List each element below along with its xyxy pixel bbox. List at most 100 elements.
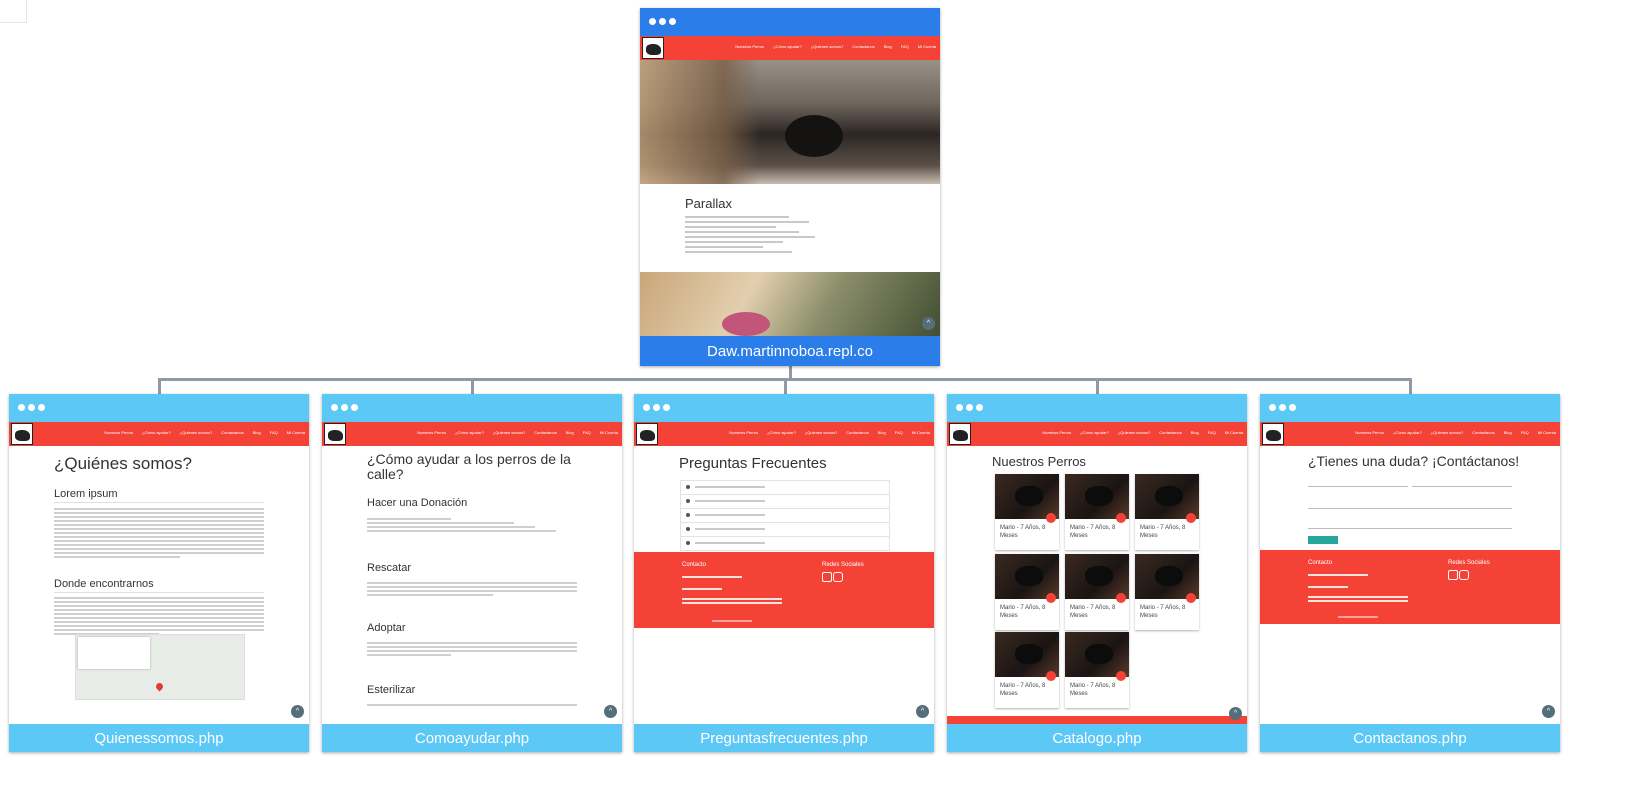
page-title: ¿Tienes una duda? ¡Contáctanos! [1308,453,1520,469]
facebook-icon[interactable] [822,572,832,582]
child-node-como[interactable]: Nuestros Perros¿Cómo ayudar?¿Quienes som… [322,394,622,752]
name-field[interactable] [1308,486,1408,487]
nav-link: ¿Quienes somos? [810,44,844,49]
heart-icon[interactable] [1116,671,1126,681]
nav-link: Nuestros Perros [104,430,134,435]
logo-icon [324,423,346,445]
child-node-contacto[interactable]: Nuestros Perros¿Cómo ayudar?¿Quienes som… [1260,394,1560,752]
heart-icon[interactable] [1046,513,1056,523]
scroll-top-icon: ^ [916,705,929,718]
site-footer [947,716,1247,724]
heart-icon[interactable] [1186,513,1196,523]
instagram-icon[interactable] [833,572,843,582]
page-screenshot: Nuestros Perros¿Cómo ayudar?¿Quienes som… [322,422,622,724]
dog-card[interactable]: Mario - 7 Años, 8 Meses [995,554,1059,630]
footer-contact-heading: Contacto [682,562,707,568]
logo-icon [642,37,664,59]
page-screenshot: Nuestros Perros¿Cómo ayudar?¿Quienes som… [947,422,1247,724]
dog-card[interactable]: Mario - 7 Años, 8 Meses [1135,554,1199,630]
facebook-icon[interactable] [1448,570,1458,580]
page-screenshot: Nuestros Perros ¿Cómo ayudar? ¿Quienes som… [634,422,934,724]
nav-link: ¿Cómo ayudar? [773,44,802,49]
nav-link: Nuestros Perros [735,44,765,49]
section-heading: Esterilizar [367,684,416,696]
heart-icon[interactable] [1046,671,1056,681]
lastname-field[interactable] [1412,486,1512,487]
node-label: Preguntasfrecuentes.php [634,724,934,752]
nav-link: Blog [877,430,886,435]
nav-link: Nuestros Perros [1042,430,1072,435]
nav-link: Contactanos [846,430,869,435]
nav-link: FAQ [1207,430,1216,435]
scroll-top-icon: ^ [291,705,304,718]
nav-link: FAQ [582,430,591,435]
connector-drop-quienes [158,378,161,394]
scroll-top-icon: ^ [604,705,617,718]
paragraph-text [54,597,264,637]
nav-link: Blog [252,430,261,435]
footer-social-heading: Redes Sociales [822,562,864,568]
section-heading: Donde encontrarnos [54,578,154,590]
heart-icon[interactable] [1046,593,1056,603]
nav-link: ¿Quienes somos? [492,430,526,435]
child-node-quienes[interactable]: Nuestros Perros¿Cómo ayudar?¿Quienes som… [9,394,309,752]
divider [54,592,264,593]
heart-icon[interactable] [1186,593,1196,603]
divider [54,502,264,503]
logo-icon [949,423,971,445]
window-dots-icon [18,404,45,411]
nav-link: Blog [1503,430,1512,435]
dog-card[interactable]: Mario - 7 Años, 8 Meses [995,474,1059,550]
page-title: Nuestros Perros [992,454,1086,469]
section-heading: Rescatar [367,562,412,574]
faq-item[interactable] [680,495,890,509]
scroll-top-icon: ^ [1229,707,1242,720]
dog-card[interactable]: Mario - 7 Años, 8 Meses [995,632,1059,708]
heart-icon[interactable] [1116,513,1126,523]
faq-item[interactable] [680,523,890,537]
logo-icon [11,423,33,445]
nav-link: ¿Cómo ayudar? [767,430,796,435]
dog-card[interactable]: Mario - 7 Años, 8 Meses [1135,474,1199,550]
message-field[interactable] [1308,528,1512,529]
nav-link: ¿Quienes somos? [804,430,838,435]
logo-icon [636,423,658,445]
send-button[interactable] [1308,536,1338,544]
nav-link: ¿Cómo ayudar? [1080,430,1109,435]
browser-chrome [640,8,940,36]
site-footer: Contacto Redes Sociales [634,552,934,628]
faq-item[interactable] [680,480,890,495]
dog-card[interactable]: Mario - 7 Años, 8 Meses [1065,474,1129,550]
window-dots-icon [331,404,358,411]
nav-link: FAQ [900,44,909,49]
canvas-corner [0,0,27,23]
scroll-top-icon: ^ [1542,705,1555,718]
site-navbar: Nuestros Perros¿Cómo ayudar?¿Quienes som… [9,422,309,446]
dog-card[interactable]: Mario - 7 Años, 8 Meses [1065,554,1129,630]
scroll-top-icon: ^ [922,317,935,330]
site-footer: Contacto Redes Sociales [1260,550,1560,624]
root-node[interactable]: Nuestros Perros ¿Cómo ayudar? ¿Quienes s… [640,8,940,366]
faq-item[interactable] [680,509,890,523]
nav-link: Contactanos [221,430,244,435]
paragraph-text [367,582,577,598]
dog-card[interactable]: Mario - 7 Años, 8 Meses [1065,632,1129,708]
site-navbar: Nuestros Perros ¿Cómo ayudar? ¿Quienes som… [634,422,934,446]
nav-link: Mi Cuenta [1224,430,1243,435]
nav-link: Nuestros Perros [729,430,759,435]
nav-link: Nuestros Perros [417,430,447,435]
instagram-icon[interactable] [1459,570,1469,580]
child-node-catalogo[interactable]: Nuestros Perros¿Cómo ayudar?¿Quienes som… [947,394,1247,752]
child-node-faq[interactable]: Nuestros Perros ¿Cómo ayudar? ¿Quienes som… [634,394,934,752]
window-dots-icon [1269,404,1296,411]
site-navbar: Nuestros Perros¿Cómo ayudar?¿Quienes som… [322,422,622,446]
nav-link: Blog [1190,430,1199,435]
google-map [75,634,245,700]
email-field[interactable] [1308,508,1512,509]
window-dots-icon [643,404,670,411]
connector-drop-como [471,378,474,394]
heart-icon[interactable] [1116,593,1126,603]
node-label: Comoayudar.php [322,724,622,752]
faq-item[interactable] [680,537,890,551]
page-screenshot: Nuestros Perros¿Cómo ayudar?¿Quienes som… [9,422,309,724]
